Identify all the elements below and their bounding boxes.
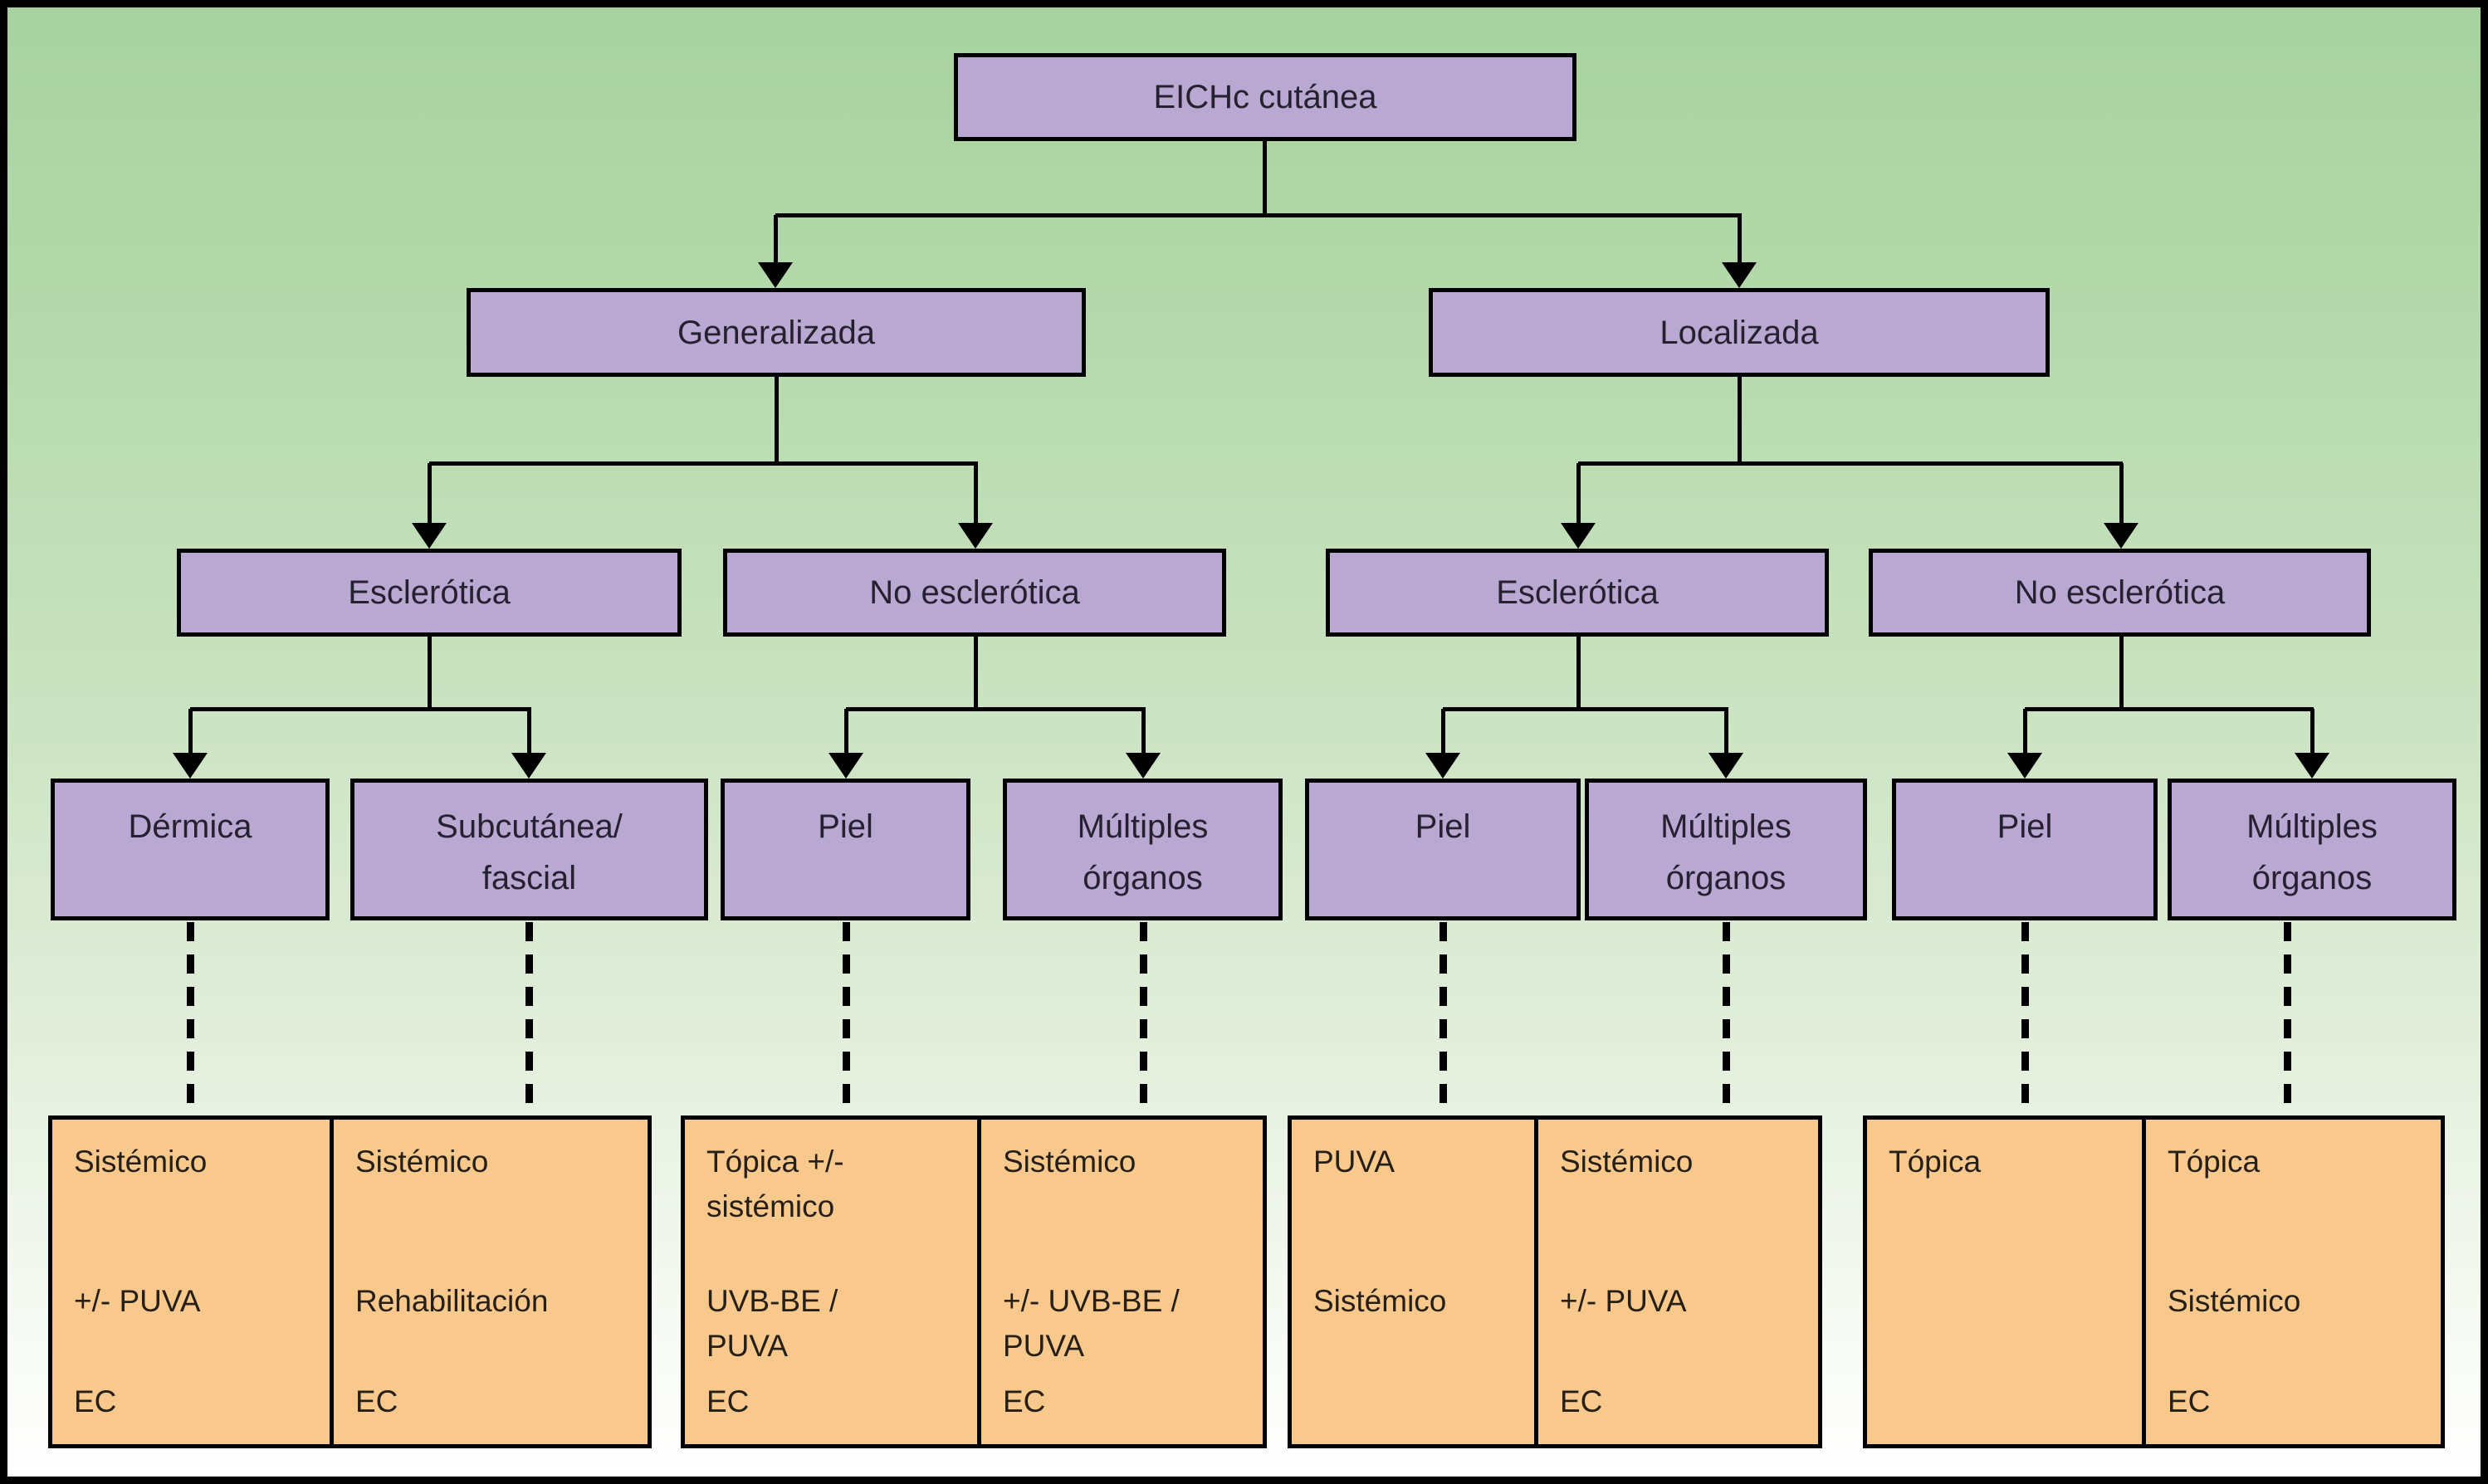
node-multiples-organos-localizada-esclerotica: Múltiples órganos	[1585, 779, 1867, 920]
dashed-link-piel-3	[2021, 922, 2029, 1115]
treatment-line: Sistémico	[74, 1145, 208, 1179]
arrow-down-dermica	[173, 753, 208, 779]
treatment-group-esclerotica-generalizada: Sistémico +/- PUVA EC Sistémico Rehabili…	[48, 1115, 652, 1448]
treatment-line: EC	[2168, 1384, 2211, 1419]
arrow-down-piel-3	[2007, 753, 2042, 779]
arrow-down-esclerotica-gen	[412, 523, 447, 549]
treatment-cell-multiples-3: Tópica Sistémico EC	[2142, 1120, 2441, 1444]
treatment-group-no-esclerotica-localizada: Tópica Tópica Sistémico EC	[1863, 1115, 2445, 1448]
edge-root-branch	[775, 213, 1742, 217]
treatment-line: Sistémico	[2168, 1284, 2301, 1318]
treatment-line: Sistémico	[1003, 1145, 1136, 1179]
node-no-esclerotica-generalizada: No esclerótica	[723, 549, 1226, 637]
treatment-group-esclerotica-localizada: PUVA Sistémico Sistémico +/- PUVA EC	[1288, 1115, 1822, 1448]
edge-localizada-branch	[1578, 461, 2123, 466]
node-generalizada: Generalizada	[467, 288, 1086, 377]
treatment-cell-piel-1: Tópica +/- sistémico UVB-BE / PUVA EC	[685, 1120, 977, 1444]
treatment-line: EC	[1560, 1384, 1603, 1419]
edge-root-stub	[1263, 139, 1267, 217]
treatment-line: +/- UVB-BE / PUVA	[1003, 1284, 1180, 1363]
edge-no-esclerotica-gen-stub	[974, 635, 978, 709]
treatment-line: Tópica +/- sistémico	[706, 1145, 844, 1223]
edge-drop-esclerotica-gen	[428, 463, 432, 524]
node-esclerotica-generalizada: Esclerótica	[177, 549, 682, 637]
dashed-link-multiples-2	[1723, 922, 1730, 1115]
treatment-cell-multiples-2: Sistémico +/- PUVA EC	[1534, 1120, 1818, 1444]
edge-esclerotica-gen-branch	[190, 707, 531, 711]
node-eichc-cutanea: EICHc cutánea	[954, 53, 1576, 141]
edge-drop-generalizada	[774, 215, 778, 264]
treatment-line: EC	[355, 1384, 398, 1419]
arrow-down-multiples-1	[1126, 753, 1161, 779]
edge-no-esclerotica-loc-branch	[2025, 707, 2314, 711]
node-esclerotica-localizada: Esclerótica	[1326, 549, 1829, 637]
edge-drop-multiples-3	[2310, 709, 2314, 754]
node-piel-localizada-esclerotica: Piel	[1305, 779, 1581, 920]
treatment-cell-piel-2: PUVA Sistémico	[1292, 1120, 1534, 1444]
treatment-group-no-esclerotica-generalizada: Tópica +/- sistémico UVB-BE / PUVA EC Si…	[681, 1115, 1267, 1448]
treatment-line: Rehabilitación	[355, 1284, 549, 1318]
edge-drop-piel-2	[1441, 709, 1445, 754]
treatment-line: PUVA	[1313, 1145, 1396, 1179]
node-piel-localizada-no-esclerotica: Piel	[1892, 779, 2158, 920]
edge-drop-piel-1	[844, 709, 848, 754]
treatment-line: Sistémico	[355, 1145, 489, 1179]
arrow-down-localizada	[1722, 262, 1757, 288]
treatment-line: +/- PUVA	[1560, 1284, 1687, 1318]
edge-drop-no-esclerotica-gen	[974, 463, 978, 524]
arrow-down-multiples-3	[2295, 753, 2329, 779]
edge-generalizada-branch	[429, 461, 978, 466]
dashed-link-multiples-3	[2284, 922, 2291, 1115]
arrow-down-esclerotica-loc	[1561, 523, 1596, 549]
edge-drop-piel-3	[2023, 709, 2027, 754]
treatment-line: UVB-BE / PUVA	[706, 1284, 838, 1363]
arrow-down-no-esclerotica-loc	[2104, 523, 2139, 549]
arrow-down-subcutanea	[511, 753, 546, 779]
dashed-link-dermica	[187, 922, 194, 1115]
edge-no-esclerotica-loc-stub	[2119, 635, 2124, 709]
treatment-line: Tópica	[2168, 1145, 2261, 1179]
node-dermica: Dérmica	[51, 779, 330, 920]
edge-esclerotica-gen-stub	[428, 635, 432, 709]
arrow-down-no-esclerotica-gen	[958, 523, 993, 549]
edge-drop-subcutanea	[527, 709, 531, 754]
arrow-down-multiples-2	[1708, 753, 1743, 779]
treatment-cell-dermica: Sistémico +/- PUVA EC	[52, 1120, 330, 1444]
dashed-link-subcutanea	[525, 922, 533, 1115]
treatment-line: EC	[1003, 1384, 1046, 1419]
edge-esclerotica-loc-branch	[1443, 707, 1728, 711]
node-localizada: Localizada	[1429, 288, 2050, 377]
edge-no-esclerotica-gen-branch	[846, 707, 1146, 711]
edge-drop-localizada	[1738, 215, 1742, 264]
edge-drop-multiples-1	[1141, 709, 1146, 754]
edge-drop-dermica	[188, 709, 193, 754]
edge-drop-no-esclerotica-loc	[2119, 463, 2124, 524]
edge-drop-esclerotica-loc	[1576, 463, 1581, 524]
node-multiples-organos-generalizada: Múltiples órganos	[1003, 779, 1283, 920]
treatment-line: Tópica	[1889, 1145, 1982, 1179]
treatment-line: Sistémico	[1560, 1145, 1694, 1179]
treatment-cell-piel-3: Tópica	[1867, 1120, 2142, 1444]
dashed-link-piel-1	[843, 922, 850, 1115]
dashed-link-multiples-1	[1140, 922, 1147, 1115]
arrow-down-piel-1	[829, 753, 863, 779]
arrow-down-piel-2	[1425, 753, 1460, 779]
treatment-cell-multiples-1: Sistémico +/- UVB-BE / PUVA EC	[977, 1120, 1263, 1444]
edge-generalizada-stub	[775, 376, 779, 463]
treatment-line: +/- PUVA	[74, 1284, 201, 1318]
treatment-line: EC	[74, 1384, 117, 1419]
treatment-line: Sistémico	[1313, 1284, 1447, 1318]
node-piel-generalizada-no-esclerotica: Piel	[721, 779, 970, 920]
edge-localizada-stub	[1738, 376, 1742, 463]
edge-esclerotica-loc-stub	[1576, 635, 1581, 709]
node-subcutanea-fascial: Subcutánea/ fascial	[350, 779, 708, 920]
node-no-esclerotica-localizada: No esclerótica	[1869, 549, 2371, 637]
node-multiples-organos-localizada-no-esclerotica: Múltiples órganos	[2168, 779, 2456, 920]
arrow-down-generalizada	[758, 262, 793, 288]
edge-drop-multiples-2	[1724, 709, 1728, 754]
treatment-cell-subcutanea-fascial: Sistémico Rehabilitación EC	[330, 1120, 648, 1444]
dashed-link-piel-2	[1440, 922, 1447, 1115]
treatment-line: EC	[706, 1384, 750, 1419]
